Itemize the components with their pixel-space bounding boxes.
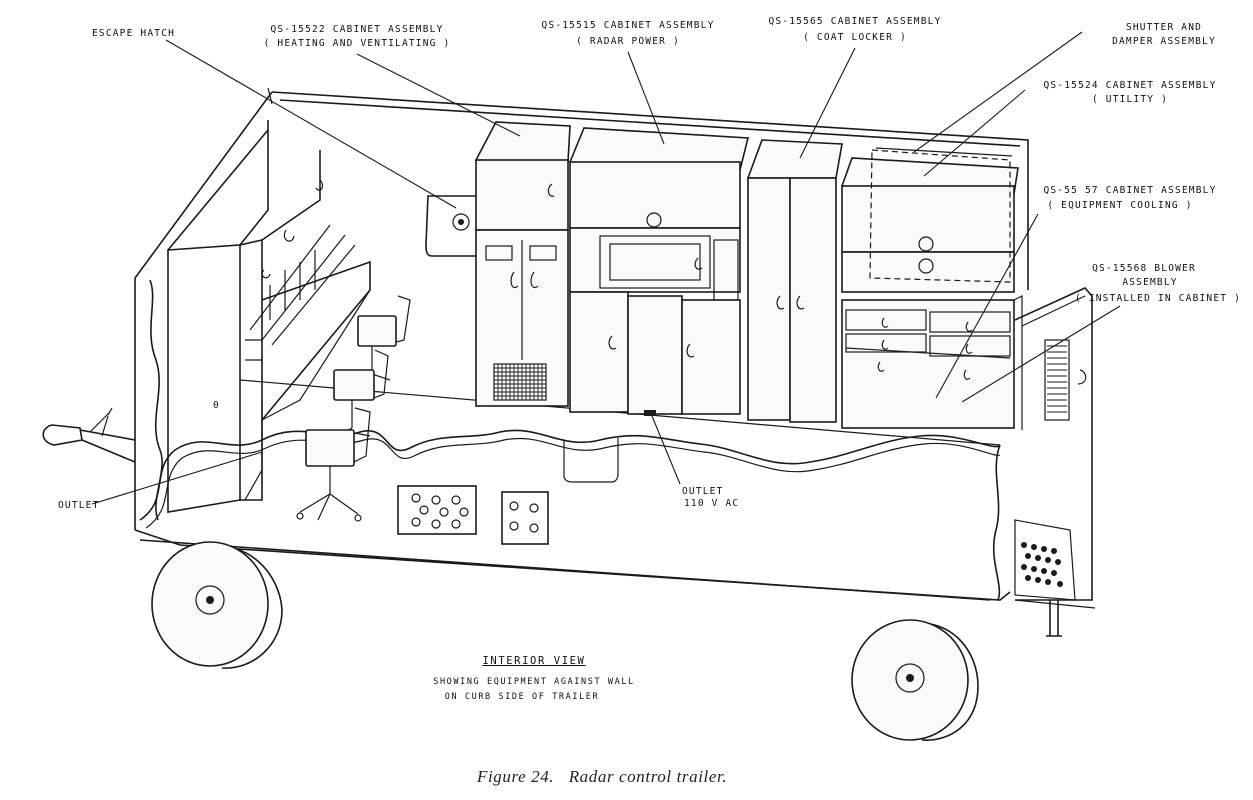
callout-labels: ESCAPE HATCH QS-15522 CABINET ASSEMBLY (… <box>58 16 1241 511</box>
label-shutter-title: SHUTTER AND <box>1126 22 1202 33</box>
label-cooling-sub: ( EQUIPMENT COOLING ) <box>1047 200 1192 211</box>
label-coat-sub: ( COAT LOCKER ) <box>803 32 907 43</box>
floor-panel-left <box>397 485 477 535</box>
label-utility-title: QS-15524 CABINET ASSEMBLY <box>1044 80 1217 91</box>
label-cooling-title: QS-55 57 CABINET ASSEMBLY <box>1044 185 1217 196</box>
tow-tongue <box>42 407 136 463</box>
leader-lines <box>91 31 1121 505</box>
label-outlet-center: OUTLET <box>682 486 724 497</box>
chair <box>333 349 389 439</box>
label-shutter-sub: DAMPER ASSEMBLY <box>1112 36 1216 47</box>
view-line-1: SHOWING EQUIPMENT AGAINST WALL <box>433 677 635 687</box>
label-utility-sub: ( UTILITY ) <box>1092 94 1168 105</box>
label-outlet-voltage: 110 V AC <box>684 498 739 509</box>
wheel-right <box>851 619 979 741</box>
cabinet-heating-ventilating <box>474 121 571 407</box>
label-radar-title: QS-15515 CABINET ASSEMBLY <box>542 20 715 31</box>
label-escape-hatch: ESCAPE HATCH <box>92 28 175 39</box>
cabinet-equipment-cooling <box>841 295 1023 430</box>
svg-text:0: 0 <box>213 400 220 411</box>
label-heating-title: QS-15522 CABINET ASSEMBLY <box>271 24 444 35</box>
operator-chairs <box>296 295 411 522</box>
escape-hatch <box>425 195 479 257</box>
console-desk: 0 <box>167 120 371 513</box>
trailer-body <box>134 87 1096 637</box>
chair <box>355 295 411 381</box>
label-blower-sub: ASSEMBLY <box>1122 277 1177 288</box>
label-outlet-left: OUTLET <box>58 500 100 511</box>
cabinet-utility <box>840 147 1019 293</box>
label-coat-title: QS-15565 CABINET ASSEMBLY <box>769 16 942 27</box>
view-note: INTERIOR VIEW SHOWING EQUIPMENT AGAINST … <box>433 655 635 702</box>
label-blower-note: ( INSTALLED IN CABINET ) <box>1075 293 1241 304</box>
perforated-grille <box>1014 519 1076 601</box>
label-heating-sub: ( HEATING AND VENTILATING ) <box>264 38 451 49</box>
cabinet-radar-power <box>568 127 750 416</box>
floor-hatch <box>563 438 619 483</box>
chair <box>296 407 371 522</box>
wheel-left <box>151 541 283 669</box>
figure-caption: Figure 24. Radar control trailer. <box>476 767 727 786</box>
view-line-2: ON CURB SIDE OF TRAILER <box>445 692 600 702</box>
vent-grille <box>493 363 547 401</box>
label-radar-sub: ( RADAR POWER ) <box>576 36 680 47</box>
view-heading: INTERIOR VIEW <box>483 655 586 667</box>
label-blower-title: QS-15568 BLOWER <box>1092 263 1196 274</box>
floor-panel-right <box>501 491 549 545</box>
cabinet-coat-locker <box>746 139 843 423</box>
louver-vent <box>1044 339 1070 421</box>
